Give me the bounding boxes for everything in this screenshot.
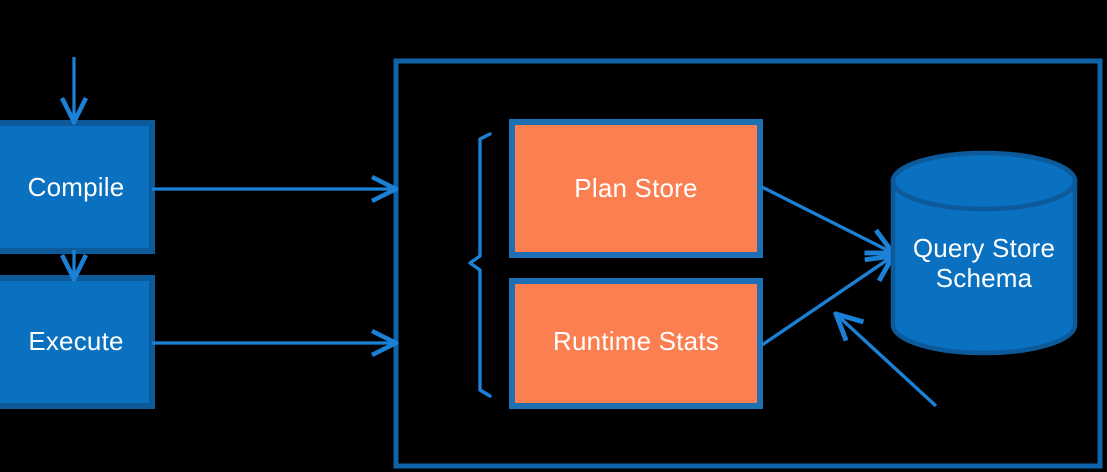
plan-store-to-schema-arrow: [761, 185, 893, 253]
query-store-schema-cylinder[interactable]: [890, 150, 1078, 356]
compile-box[interactable]: [0, 120, 155, 254]
external-to-schema-arrow: [836, 314, 938, 408]
runtime-stats-box[interactable]: [509, 278, 763, 409]
store-brace: [468, 132, 492, 398]
execute-box[interactable]: [0, 275, 155, 409]
plan-store-box[interactable]: [509, 119, 763, 258]
query-store-container: [393, 58, 1103, 469]
runtime-stats-to-schema-arrow: [761, 256, 893, 347]
